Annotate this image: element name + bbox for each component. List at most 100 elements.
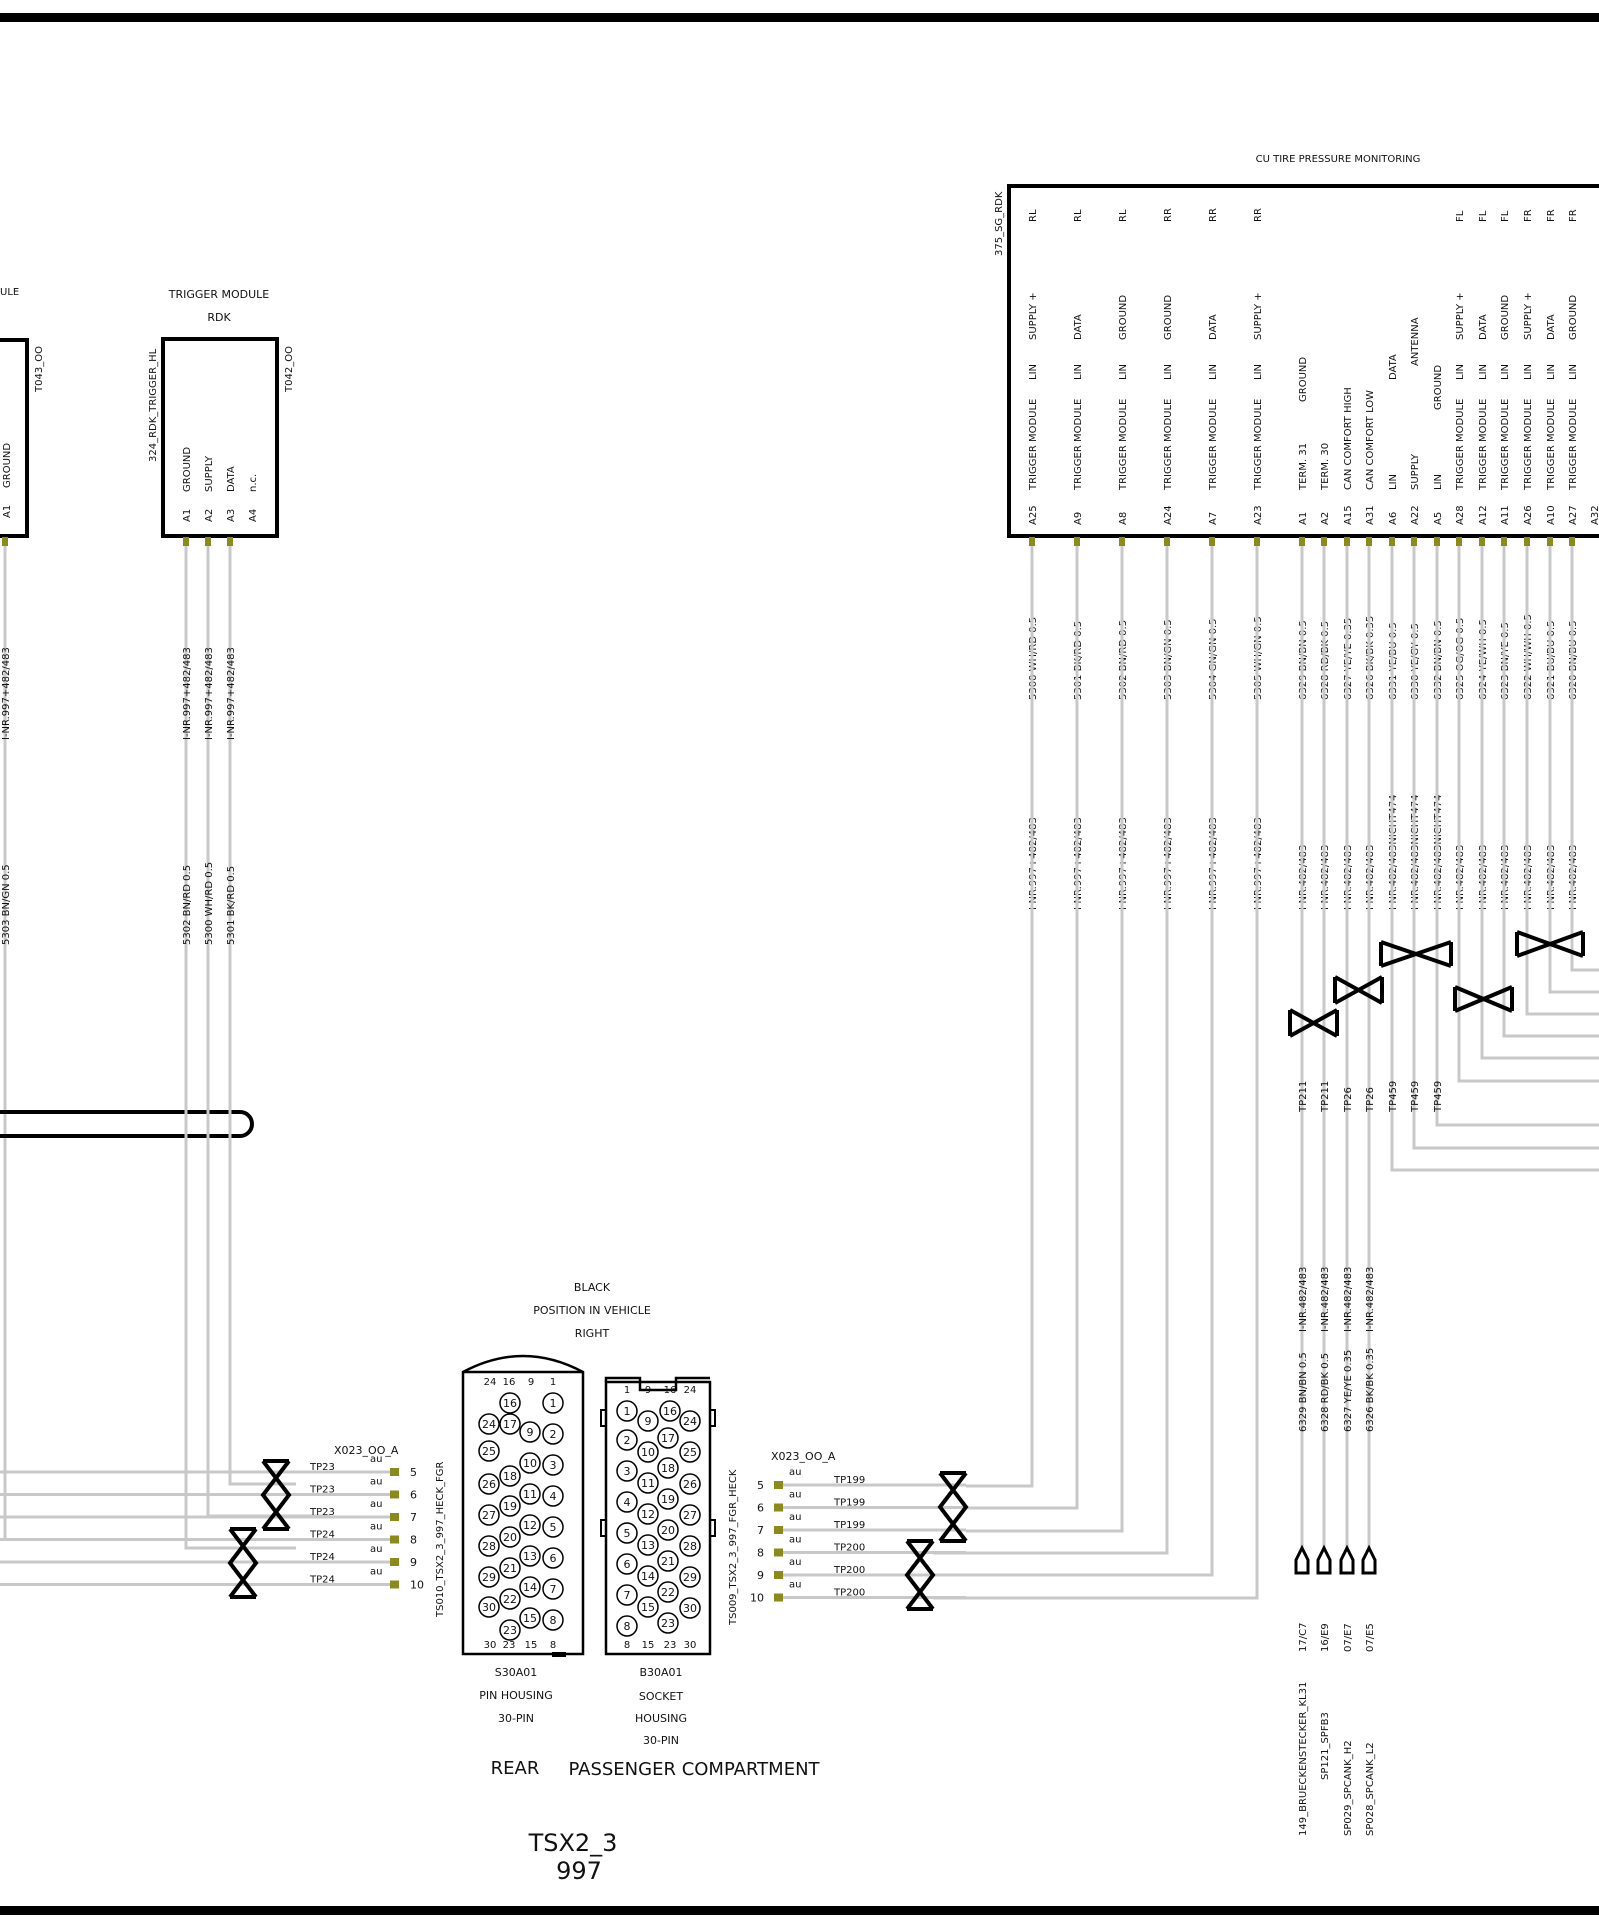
housing-pin — [637, 1410, 659, 1432]
tp-label: TP459 — [1433, 1081, 1444, 1113]
housing-pin — [542, 1485, 564, 1507]
trigger-pin-label: GROUND — [182, 447, 193, 492]
connector-pin — [390, 1468, 399, 1476]
housing-pin-number: 21 — [661, 1555, 675, 1568]
housing-pin — [657, 1581, 679, 1603]
connector-number: 8 — [410, 1534, 417, 1547]
cu-pin-position: FL — [1478, 210, 1489, 222]
cu-pin-terminal — [1321, 537, 1327, 546]
housing-pin — [542, 1547, 564, 1569]
cu-pin-desc: LIN — [1388, 474, 1399, 490]
cu-pin-desc: TRIGGER MODULE — [1500, 399, 1511, 491]
housing-pin — [519, 1576, 541, 1598]
connector-au: au — [789, 1535, 801, 1546]
housing-pin — [478, 1413, 500, 1435]
cu-pin-function: SUPPLY + — [1523, 292, 1534, 340]
lower-wire-nr: I-NR.482/483 — [1320, 1267, 1331, 1332]
housing-pin-number: 12 — [523, 1519, 537, 1532]
bottom-border — [0, 1906, 1599, 1915]
trigger-module: TRIGGER MODULE RDK 324_RDK_TRIGGER_HL T0… — [148, 288, 330, 1550]
housing-pin-number: 7 — [550, 1583, 557, 1596]
left-module-wire-nr: I-NR.997+482/483 — [1, 647, 12, 740]
cu-pin-terminal — [1547, 537, 1553, 546]
connector-number: 7 — [410, 1511, 417, 1524]
left-module-id: T043_OO — [34, 346, 45, 393]
housing-position-label: POSITION IN VEHICLE — [533, 1304, 651, 1317]
cu-pin-desc: LIN — [1433, 474, 1444, 490]
housing-pin — [499, 1526, 521, 1548]
tp-label: TP26 — [1365, 1087, 1376, 1113]
left-module: ULE T043_OO A1 GROUND I-NR.997+482/483 5… — [0, 287, 254, 1540]
cu-wire — [1435, 546, 1599, 1127]
trigger-wire-code: 5302 BN/RD 0.5 — [182, 865, 193, 945]
cu-pin-number: A6 — [1388, 512, 1399, 525]
connector-tp: TP199 — [833, 1520, 865, 1531]
splice-terminal — [1361, 1544, 1377, 1575]
cu-pin-function: GROUND — [1298, 357, 1309, 402]
connector-tp: TP200 — [833, 1588, 865, 1599]
socket-housing-label2: HOUSING — [635, 1712, 687, 1725]
pin-housing-location: REAR — [491, 1758, 540, 1779]
housing-pin-number: 10 — [641, 1446, 655, 1459]
connector-pin — [774, 1548, 783, 1557]
connector-number: 8 — [757, 1547, 764, 1560]
housing-pin-number: 15 — [523, 1612, 537, 1625]
left-module-pin: A1 — [2, 505, 13, 518]
housing-edge-number: 24 — [684, 1385, 697, 1396]
trigger-pin-number: A4 — [248, 509, 259, 522]
tp-label: TP459 — [1388, 1081, 1399, 1113]
cu-wire — [933, 546, 1259, 1600]
housing-pin — [542, 1392, 564, 1414]
housing-pin — [519, 1545, 541, 1567]
trigger-pin-label: DATA — [226, 466, 237, 492]
housing-pin-number: 25 — [683, 1446, 697, 1459]
trigger-pin-terminal — [205, 537, 211, 546]
connector-splices — [227, 1459, 969, 1611]
connector-tp: TP200 — [833, 1543, 865, 1554]
housing-color: BLACK — [574, 1281, 611, 1294]
housing-pin-number: 22 — [503, 1593, 517, 1606]
trigger-wire-nr: I-NR.997+482/483 — [204, 647, 215, 740]
cu-pin-desc: TERM. 30 — [1320, 443, 1331, 491]
cu-wire — [966, 546, 1079, 1510]
cu-pin-desc: TRIGGER MODULE — [1208, 399, 1219, 491]
housing-pin-number: 8 — [550, 1614, 557, 1627]
housing-pin — [616, 1615, 638, 1637]
cu-pin-terminal — [1479, 537, 1485, 546]
housing-pin — [657, 1612, 679, 1634]
lower-wire-ref: 16/E9 — [1320, 1623, 1331, 1652]
cu-wire — [933, 546, 1214, 1577]
lower-wire-ref: 07/E5 — [1365, 1623, 1376, 1652]
trigger-wire-code: 5300 WH/RD 0.5 — [204, 862, 215, 945]
housing-pin-number: 27 — [683, 1509, 697, 1522]
housing-pin — [679, 1566, 701, 1588]
connector-au: au — [789, 1467, 801, 1478]
cu-pin-number: A5 — [1433, 512, 1444, 525]
lower-wire-code: 6327 YE/YE 0.35 — [1343, 1350, 1354, 1432]
trigger-pin-terminal — [183, 537, 189, 546]
housing-pin — [499, 1588, 521, 1610]
cu-pin-lin: LIN — [1073, 364, 1084, 380]
housing-pin-number: 3 — [624, 1465, 631, 1478]
cu-wire — [1570, 546, 1599, 972]
connector-pin — [774, 1481, 783, 1489]
cu-pin-function: GROUND — [1118, 295, 1129, 340]
housing-pin-number: 23 — [661, 1617, 675, 1630]
housing-pin-number: 7 — [624, 1589, 631, 1602]
lower-wire-ref: 17/C7 — [1298, 1623, 1309, 1652]
housing-pin-number: 20 — [503, 1531, 517, 1544]
cu-pin-number: A31 — [1365, 505, 1376, 525]
housing-pin — [519, 1607, 541, 1629]
connector-tp: TP24 — [309, 1552, 335, 1563]
housing-pin-number: 11 — [523, 1488, 537, 1501]
lower-wire-code: 6328 RD/BK 0.5 — [1320, 1353, 1331, 1432]
socket-housing-pins: 30-PIN — [643, 1734, 679, 1747]
cu-pin-function: SUPPLY + — [1455, 292, 1466, 340]
housing-edge-number: 24 — [484, 1377, 497, 1388]
cu-pin-function: GROUND — [1433, 365, 1444, 410]
tp-label: TP211 — [1298, 1081, 1309, 1113]
socket-housing-label1: SOCKET — [639, 1690, 683, 1703]
cu-pin-number: A11 — [1500, 505, 1511, 525]
lower-wire-ref: 07/E7 — [1343, 1623, 1354, 1652]
